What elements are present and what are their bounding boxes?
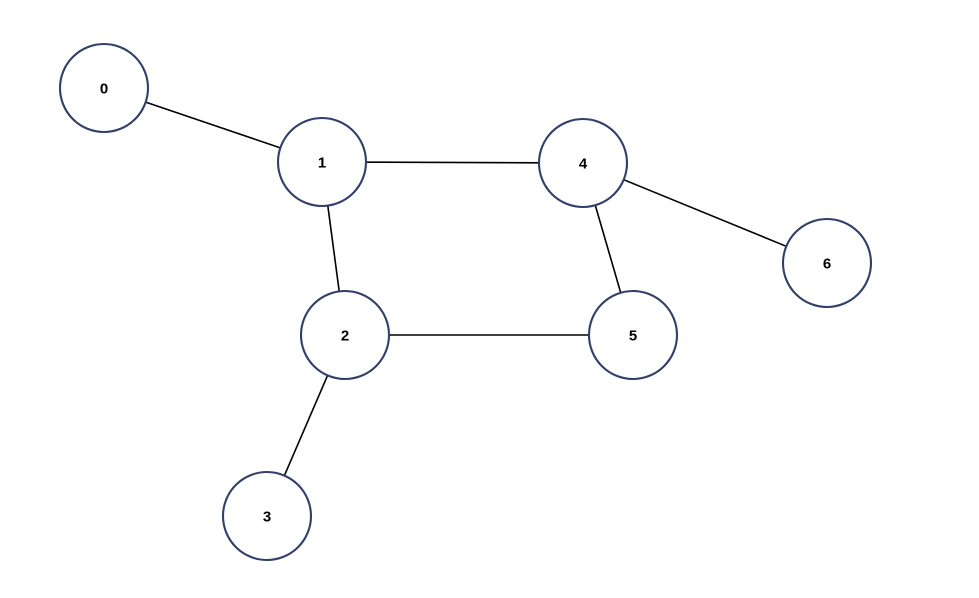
node-label-4: 4 (579, 156, 588, 173)
node-layer: 0 1 2 3 4 5 6 (58, 42, 873, 562)
node-label-0: 0 (100, 81, 108, 98)
edge-layer (145, 101, 787, 476)
node-label-2: 2 (341, 328, 349, 345)
node-circle-1[interactable] (276, 116, 368, 208)
graph-node-1[interactable]: 1 (276, 116, 368, 208)
node-label-5: 5 (629, 328, 637, 345)
node-circle-0[interactable] (58, 42, 150, 134)
node-circle-4[interactable] (537, 117, 629, 209)
node-circle-3[interactable] (221, 470, 313, 562)
node-label-6: 6 (823, 256, 831, 273)
graph-edge-2-3 (283, 375, 329, 476)
graph-edge-0-1 (145, 101, 281, 149)
graph-node-4[interactable]: 4 (537, 117, 629, 209)
graph-edge-1-2 (327, 205, 340, 292)
node-label-1: 1 (318, 155, 326, 172)
graph-edge-1-4 (365, 161, 540, 164)
graph-node-5[interactable]: 5 (587, 289, 679, 381)
graph-edge-4-6 (623, 178, 787, 248)
graph-node-0[interactable]: 0 (58, 42, 150, 134)
node-label-3: 3 (263, 509, 271, 526)
node-circle-2[interactable] (299, 289, 391, 381)
graph-edge-4-5 (594, 205, 622, 293)
graph-node-2[interactable]: 2 (299, 289, 391, 381)
node-circle-6[interactable] (781, 217, 873, 309)
node-circle-5[interactable] (587, 289, 679, 381)
graph-node-6[interactable]: 6 (781, 217, 873, 309)
graph-node-3[interactable]: 3 (221, 470, 313, 562)
